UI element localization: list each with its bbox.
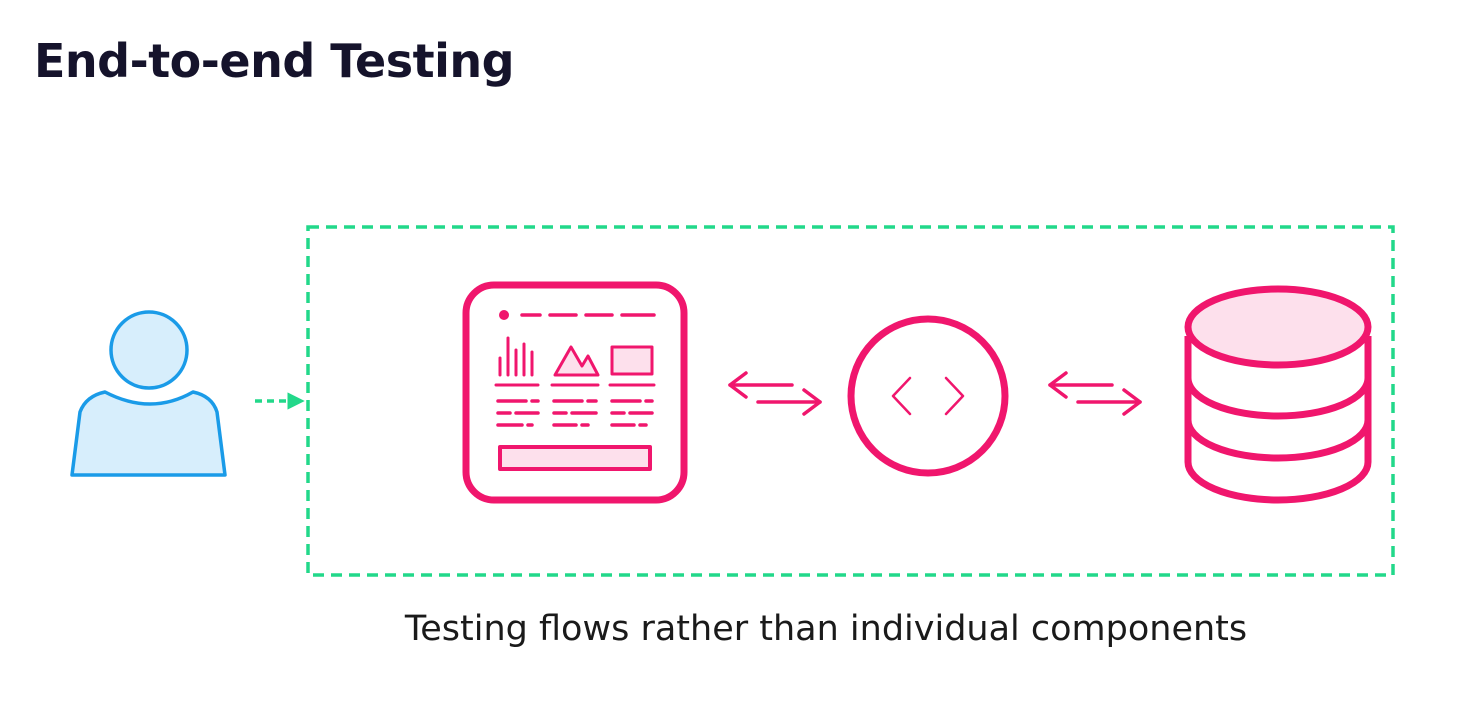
user-icon [70,310,227,477]
test-boundary [306,225,1395,577]
page-title: End-to-end Testing [34,34,515,88]
dashboard-ui-icon [462,281,688,504]
diagram-caption: Testing flows rather than individual com… [404,609,1248,649]
frontend-backend-arrows [728,371,822,416]
backend-database-arrows [1048,371,1142,416]
database-icon [1184,285,1372,504]
code-icon [847,315,1009,477]
